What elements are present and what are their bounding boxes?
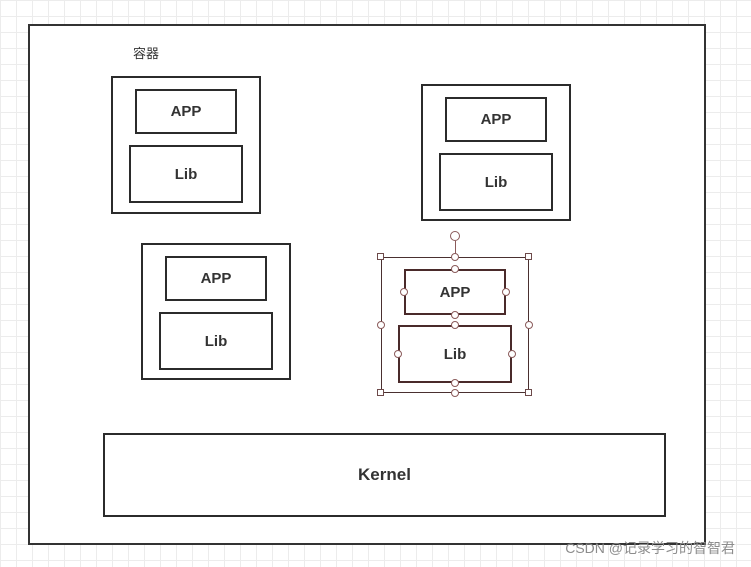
container-3-lib[interactable]: Lib: [159, 312, 273, 370]
container-1-app[interactable]: APP: [135, 89, 237, 134]
container-3-app[interactable]: APP: [165, 256, 267, 301]
resize-handle-bottom[interactable]: [451, 389, 459, 397]
container-2-app[interactable]: APP: [445, 97, 547, 142]
app-connector-bottom[interactable]: [451, 311, 459, 319]
resize-handle-left[interactable]: [377, 321, 385, 329]
resize-handle-top[interactable]: [451, 253, 459, 261]
rotation-handle-stem: [455, 241, 456, 254]
lib-connector-top[interactable]: [451, 321, 459, 329]
lib-connector-right[interactable]: [508, 350, 516, 358]
resize-handle-right[interactable]: [525, 321, 533, 329]
container-4-lib[interactable]: Lib: [398, 325, 512, 383]
resize-handle-top-right[interactable]: [525, 253, 532, 260]
container-4-app[interactable]: APP: [404, 269, 506, 315]
lib-connector-left[interactable]: [394, 350, 402, 358]
app-connector-top[interactable]: [451, 265, 459, 273]
watermark: CSDN @记录学习的智智君: [565, 540, 735, 556]
container-label: 容器: [133, 46, 160, 61]
resize-handle-top-left[interactable]: [377, 253, 384, 260]
lib-connector-bottom[interactable]: [451, 379, 459, 387]
container-1-lib[interactable]: Lib: [129, 145, 243, 203]
resize-handle-bottom-right[interactable]: [525, 389, 532, 396]
resize-handle-bottom-left[interactable]: [377, 389, 384, 396]
rotation-handle[interactable]: [450, 231, 460, 241]
container-2-lib[interactable]: Lib: [439, 153, 553, 211]
app-connector-left[interactable]: [400, 288, 408, 296]
kernel-box[interactable]: Kernel: [103, 433, 666, 517]
app-connector-right[interactable]: [502, 288, 510, 296]
